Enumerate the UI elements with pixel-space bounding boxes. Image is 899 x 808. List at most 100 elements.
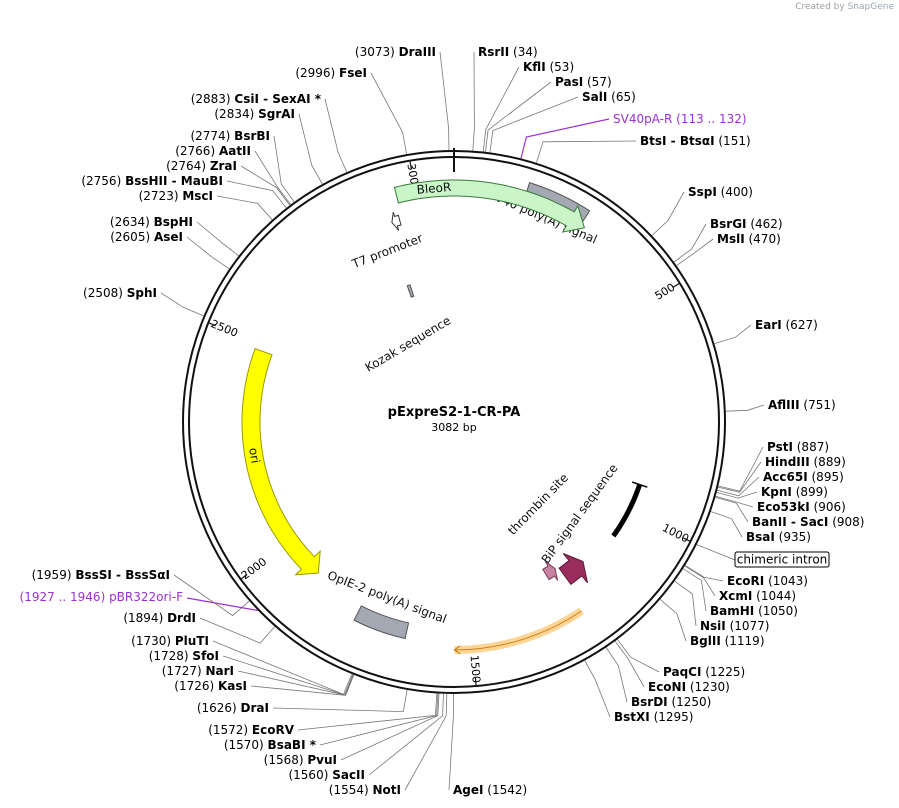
site-position: (627) xyxy=(782,318,818,332)
tick-mark-3000 xyxy=(409,161,412,169)
site-name: KasI xyxy=(218,679,247,693)
orange-feature-band xyxy=(454,607,584,654)
site-label-kpni: KpnI (899) xyxy=(761,485,828,499)
site-name: MscI xyxy=(182,189,213,203)
created-by-credit: Created by SnapGene xyxy=(795,2,894,12)
site-position: (2774) xyxy=(190,129,234,143)
site-name: BsrGI xyxy=(710,217,747,231)
site-label-bstxi: BstXI (1295) xyxy=(614,710,693,724)
site-name: AflIII xyxy=(768,398,800,412)
site-name: EcoRI xyxy=(727,574,764,588)
site-position: (908) xyxy=(828,515,864,529)
site-name: KflI xyxy=(523,60,546,74)
site-name: HindIII xyxy=(765,455,810,469)
site-label-bamhi: BamHI (1050) xyxy=(710,604,798,618)
chimeric-intron-arc xyxy=(611,483,643,538)
site-position: (2766) xyxy=(175,144,219,158)
site-leader-lines xyxy=(160,51,765,791)
site-position: (2605) xyxy=(110,230,154,244)
site-name: PaqCI xyxy=(663,665,701,679)
site-name: NotI xyxy=(373,783,402,797)
chimeric-intron-start xyxy=(631,481,648,488)
site-name: BsaBI * xyxy=(268,738,317,752)
site-name: DraIII xyxy=(399,45,436,59)
tick-label-500: 500 xyxy=(653,281,678,303)
leader-paqci xyxy=(617,639,660,673)
plasmid-name: pExpreS2-1-CR-PA xyxy=(388,405,521,420)
site-label-banii-saci: BanII - SacI (908) xyxy=(752,515,864,529)
site-label-bglii: BglII (1119) xyxy=(690,634,765,648)
site-label-ecori: EcoRI (1043) xyxy=(727,574,808,588)
leader-hindiii xyxy=(718,461,762,493)
site-name: Acc65I xyxy=(763,470,808,484)
site-name: NarI xyxy=(205,664,234,678)
leader-acc65i xyxy=(717,476,760,497)
site-name: CsiI - SexAI * xyxy=(234,92,321,106)
site-label-aatii: (2766) AatII xyxy=(175,144,251,158)
site-label-bsrgi: BsrGI (462) xyxy=(710,217,783,231)
site-position: (462) xyxy=(747,217,783,231)
site-name: AseI xyxy=(154,230,183,244)
site-label-agei: AgeI (1542) xyxy=(453,783,527,797)
leader-drdi xyxy=(199,617,276,644)
site-name: BstXI xyxy=(614,710,650,724)
leader-pbr322ori-f xyxy=(186,597,259,612)
leader-kasi xyxy=(250,674,355,696)
site-position: (1077) xyxy=(726,619,770,633)
site-name: ZraI xyxy=(210,159,237,173)
site-label-bsrdi: BsrDI (1250) xyxy=(631,695,711,709)
leader-bsrbi xyxy=(273,135,295,203)
leader-bsphi xyxy=(196,221,239,257)
ori-arrow xyxy=(241,347,321,576)
site-label-kasi: (1726) KasI xyxy=(174,679,247,693)
site-name: PvuI xyxy=(307,753,337,767)
site-position: (2756) xyxy=(81,174,125,188)
leader-xcmi xyxy=(684,565,716,597)
site-name: SphI xyxy=(127,286,157,300)
site-position: (889) xyxy=(810,455,846,469)
site-position: (2764) xyxy=(166,159,210,173)
site-label-bsshii-maubi: (2756) BssHII - MauBI xyxy=(81,174,223,188)
tick-mark-2000 xyxy=(241,573,248,580)
leader-afliii xyxy=(725,404,765,412)
site-name: BsaI xyxy=(746,530,775,544)
site-label-bsabi: (1570) BsaBI * xyxy=(224,738,317,752)
site-name: PasI xyxy=(555,75,583,89)
site-label-nari: (1727) NarI xyxy=(162,664,234,678)
site-name: EarI xyxy=(755,318,782,332)
site-position: (1560) xyxy=(288,768,332,782)
site-label-pluti: (1730) PluTI xyxy=(131,634,209,648)
tick-mark-500 xyxy=(672,283,680,288)
site-label-kfli: KflI (53) xyxy=(523,60,574,74)
site-position: (65) xyxy=(607,90,635,104)
site-position: (34) xyxy=(509,45,537,59)
t7-promoter-arrow xyxy=(391,211,402,231)
site-name: BsrBI xyxy=(234,129,270,143)
leader-bsabi xyxy=(319,693,439,746)
site-label-sali: SalI (65) xyxy=(582,90,636,104)
site-name: BssHII - MauBI xyxy=(125,174,223,188)
site-position: (1626) xyxy=(197,701,241,715)
site-label-bsrbi: (2774) BsrBI xyxy=(190,129,270,143)
site-label-eari: EarI (627) xyxy=(755,318,818,332)
site-position: (53) xyxy=(546,60,574,74)
primer-range: (1927 .. 1946) xyxy=(20,590,110,604)
site-label-sv40pa-r: SV40pA-R (113 .. 132) xyxy=(613,112,747,126)
bleor-arrow xyxy=(393,179,586,233)
leader-sspi xyxy=(651,191,685,236)
leader-bsshii-maubi xyxy=(226,180,287,209)
site-position: (899) xyxy=(792,485,828,499)
bleor-label: BleoR xyxy=(416,180,452,197)
site-name: BssSI - BssSαI xyxy=(75,568,170,582)
site-position: (1225) xyxy=(701,665,745,679)
leader-sv40pa-r xyxy=(520,118,610,159)
leader-eco53ki xyxy=(715,495,754,508)
tick-label-1500: 1500 xyxy=(468,655,483,684)
leader-sphi xyxy=(160,292,204,317)
site-label-ecorv: (1572) EcoRV xyxy=(208,723,295,737)
site-position: (1894) xyxy=(123,611,167,625)
site-label-sgrai: (2834) SgrAI xyxy=(214,107,295,121)
site-position: (2723) xyxy=(139,189,183,203)
leader-psti xyxy=(718,446,764,492)
tick-mark-1000 xyxy=(683,537,690,542)
